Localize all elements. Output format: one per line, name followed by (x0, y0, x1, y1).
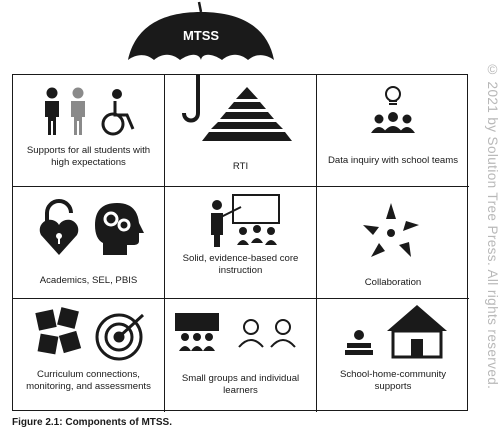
house-icon (387, 305, 447, 359)
cell-curriculum: Curriculum connections, monitoring, and … (13, 299, 165, 412)
cell-small-groups: Small groups and individual learners (165, 299, 317, 412)
target-icon (95, 313, 145, 361)
cell-label: RTI (232, 161, 249, 172)
cell-label: Solid, evidence-based core instruction (182, 253, 299, 276)
heart-padlock-icon (39, 199, 79, 255)
umbrella-label: MTSS (183, 28, 219, 43)
cell-label: Academics, SEL, PBIS (39, 275, 138, 286)
data-inquiry-icons (371, 86, 415, 133)
core-instruction-icons (211, 194, 280, 247)
cell-collaboration: Collaboration (317, 187, 469, 299)
cell-school-home: School-home-community supports (317, 299, 469, 412)
puzzle-icon (35, 307, 82, 355)
people-icons (45, 87, 135, 136)
wheelchair-user-icon (101, 89, 135, 136)
child-person-icon (71, 87, 85, 135)
cell-label: School-home-community supports (339, 369, 447, 392)
umbrella-canopy-icon: MTSS (128, 1, 274, 60)
figure-caption: Figure 2.1: Components of MTSS. (12, 417, 173, 428)
cell-academics-sel-pbis: Academics, SEL, PBIS (13, 187, 165, 299)
cell-label: Small groups and individual learners (181, 373, 300, 396)
learner-icon (238, 319, 296, 348)
cell-supports-all-students: Supports for all students with high expe… (13, 75, 165, 187)
copyright-notice: © 2021 by Solution Tree Press. All right… (485, 62, 500, 390)
adult-person-icon (45, 87, 59, 135)
cell-label: Curriculum connections, monitoring, and … (26, 369, 151, 392)
umbrella-handle-icon (182, 75, 200, 123)
academics-icons (39, 199, 144, 255)
curriculum-icons (35, 307, 145, 361)
cell-rti: RTI (165, 75, 317, 187)
cell-label: Collaboration (364, 277, 422, 288)
teacher-board-icon (211, 194, 280, 247)
small-groups-icons (175, 313, 296, 351)
lightbulb-icon (385, 86, 401, 105)
cell-data-inquiry: Data inquiry with school teams (317, 75, 469, 187)
pyramid-icon (202, 87, 292, 141)
cell-label: Data inquiry with school teams (327, 155, 459, 166)
rti-pyramid-graphic (182, 75, 292, 141)
team-group-icon (371, 112, 415, 133)
books-apple-icon (345, 330, 373, 355)
students-icon (237, 225, 277, 245)
head-gears-icon (95, 203, 144, 255)
school-home-icons (345, 305, 447, 359)
hands-circle-icon (363, 203, 419, 257)
mtss-components-grid: Supports for all students with high expe… (12, 74, 469, 412)
cell-label: Supports for all students with high expe… (26, 145, 151, 168)
group-screen-icon (175, 313, 219, 351)
cell-core-instruction: Solid, evidence-based core instruction (165, 187, 317, 299)
